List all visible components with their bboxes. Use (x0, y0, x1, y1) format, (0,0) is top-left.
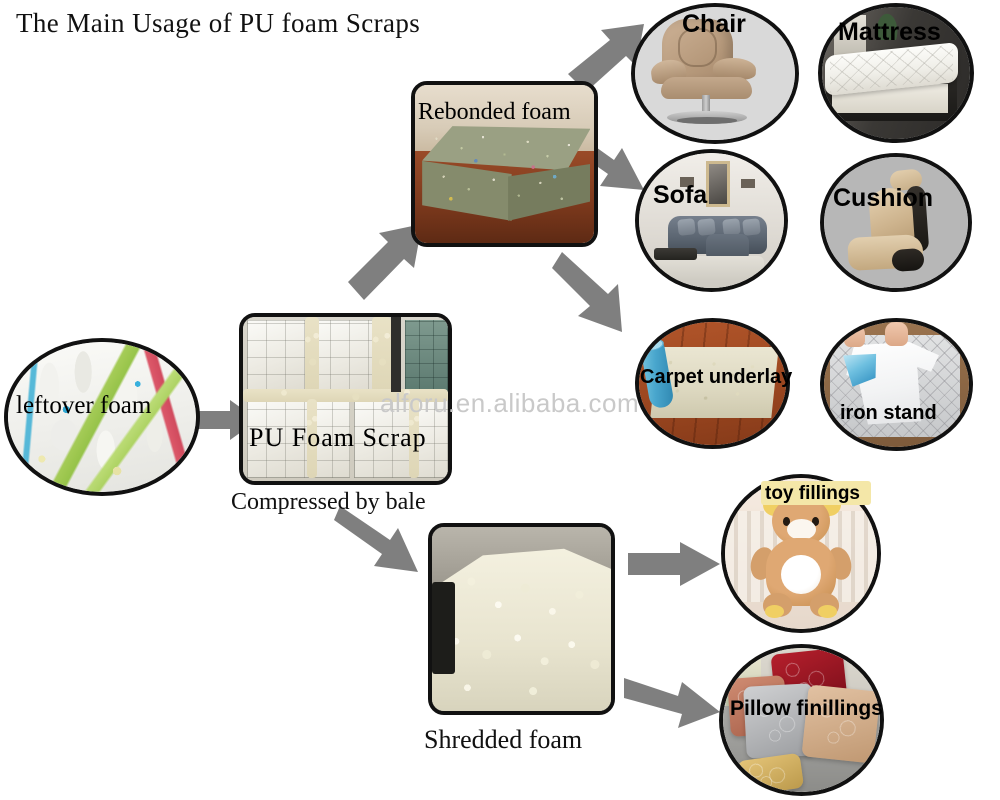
node-mattress[interactable] (818, 3, 974, 143)
leftover-foam-photo (8, 342, 196, 492)
node-toy-fillings[interactable] (721, 474, 881, 633)
arrow-scrap-to-shredded (334, 500, 434, 584)
arrow-shredded-to-pillow (624, 672, 722, 732)
shredded-foam-photo (432, 527, 611, 711)
chair-photo (635, 7, 795, 140)
node-leftover-foam[interactable] (4, 338, 200, 496)
page-title: The Main Usage of PU foam Scraps (16, 8, 421, 38)
arrow-rebonded-to-carpet (552, 250, 642, 342)
node-shredded-foam[interactable] (428, 523, 615, 715)
cushion-photo (824, 157, 968, 288)
node-carpet-underlay[interactable] (635, 318, 790, 449)
node-cushion[interactable] (820, 153, 972, 292)
pu-foam-scrap-photo (243, 317, 448, 481)
rebonded-foam-photo (415, 85, 594, 243)
arrow-rebonded-to-chair (568, 22, 646, 94)
caption-compressed-by-bale: Compressed by bale (231, 489, 426, 515)
caption-shredded-foam: Shredded foam (424, 725, 583, 754)
toy-fillings-photo (725, 478, 877, 629)
node-iron-stand[interactable] (820, 318, 973, 451)
node-pu-foam-scrap[interactable] (239, 313, 452, 485)
iron-stand-photo (824, 322, 969, 447)
node-chair[interactable] (631, 3, 799, 144)
node-rebonded-foam[interactable] (411, 81, 598, 247)
sofa-photo (639, 153, 784, 288)
node-pillow-fillings[interactable] (719, 644, 884, 796)
node-sofa[interactable] (635, 149, 788, 292)
arrow-shredded-to-toy (628, 540, 720, 588)
pillow-fillings-photo (723, 648, 880, 792)
arrow-scrap-to-rebonded (344, 216, 428, 304)
carpet-underlay-photo (639, 322, 786, 445)
mattress-photo (822, 7, 970, 139)
